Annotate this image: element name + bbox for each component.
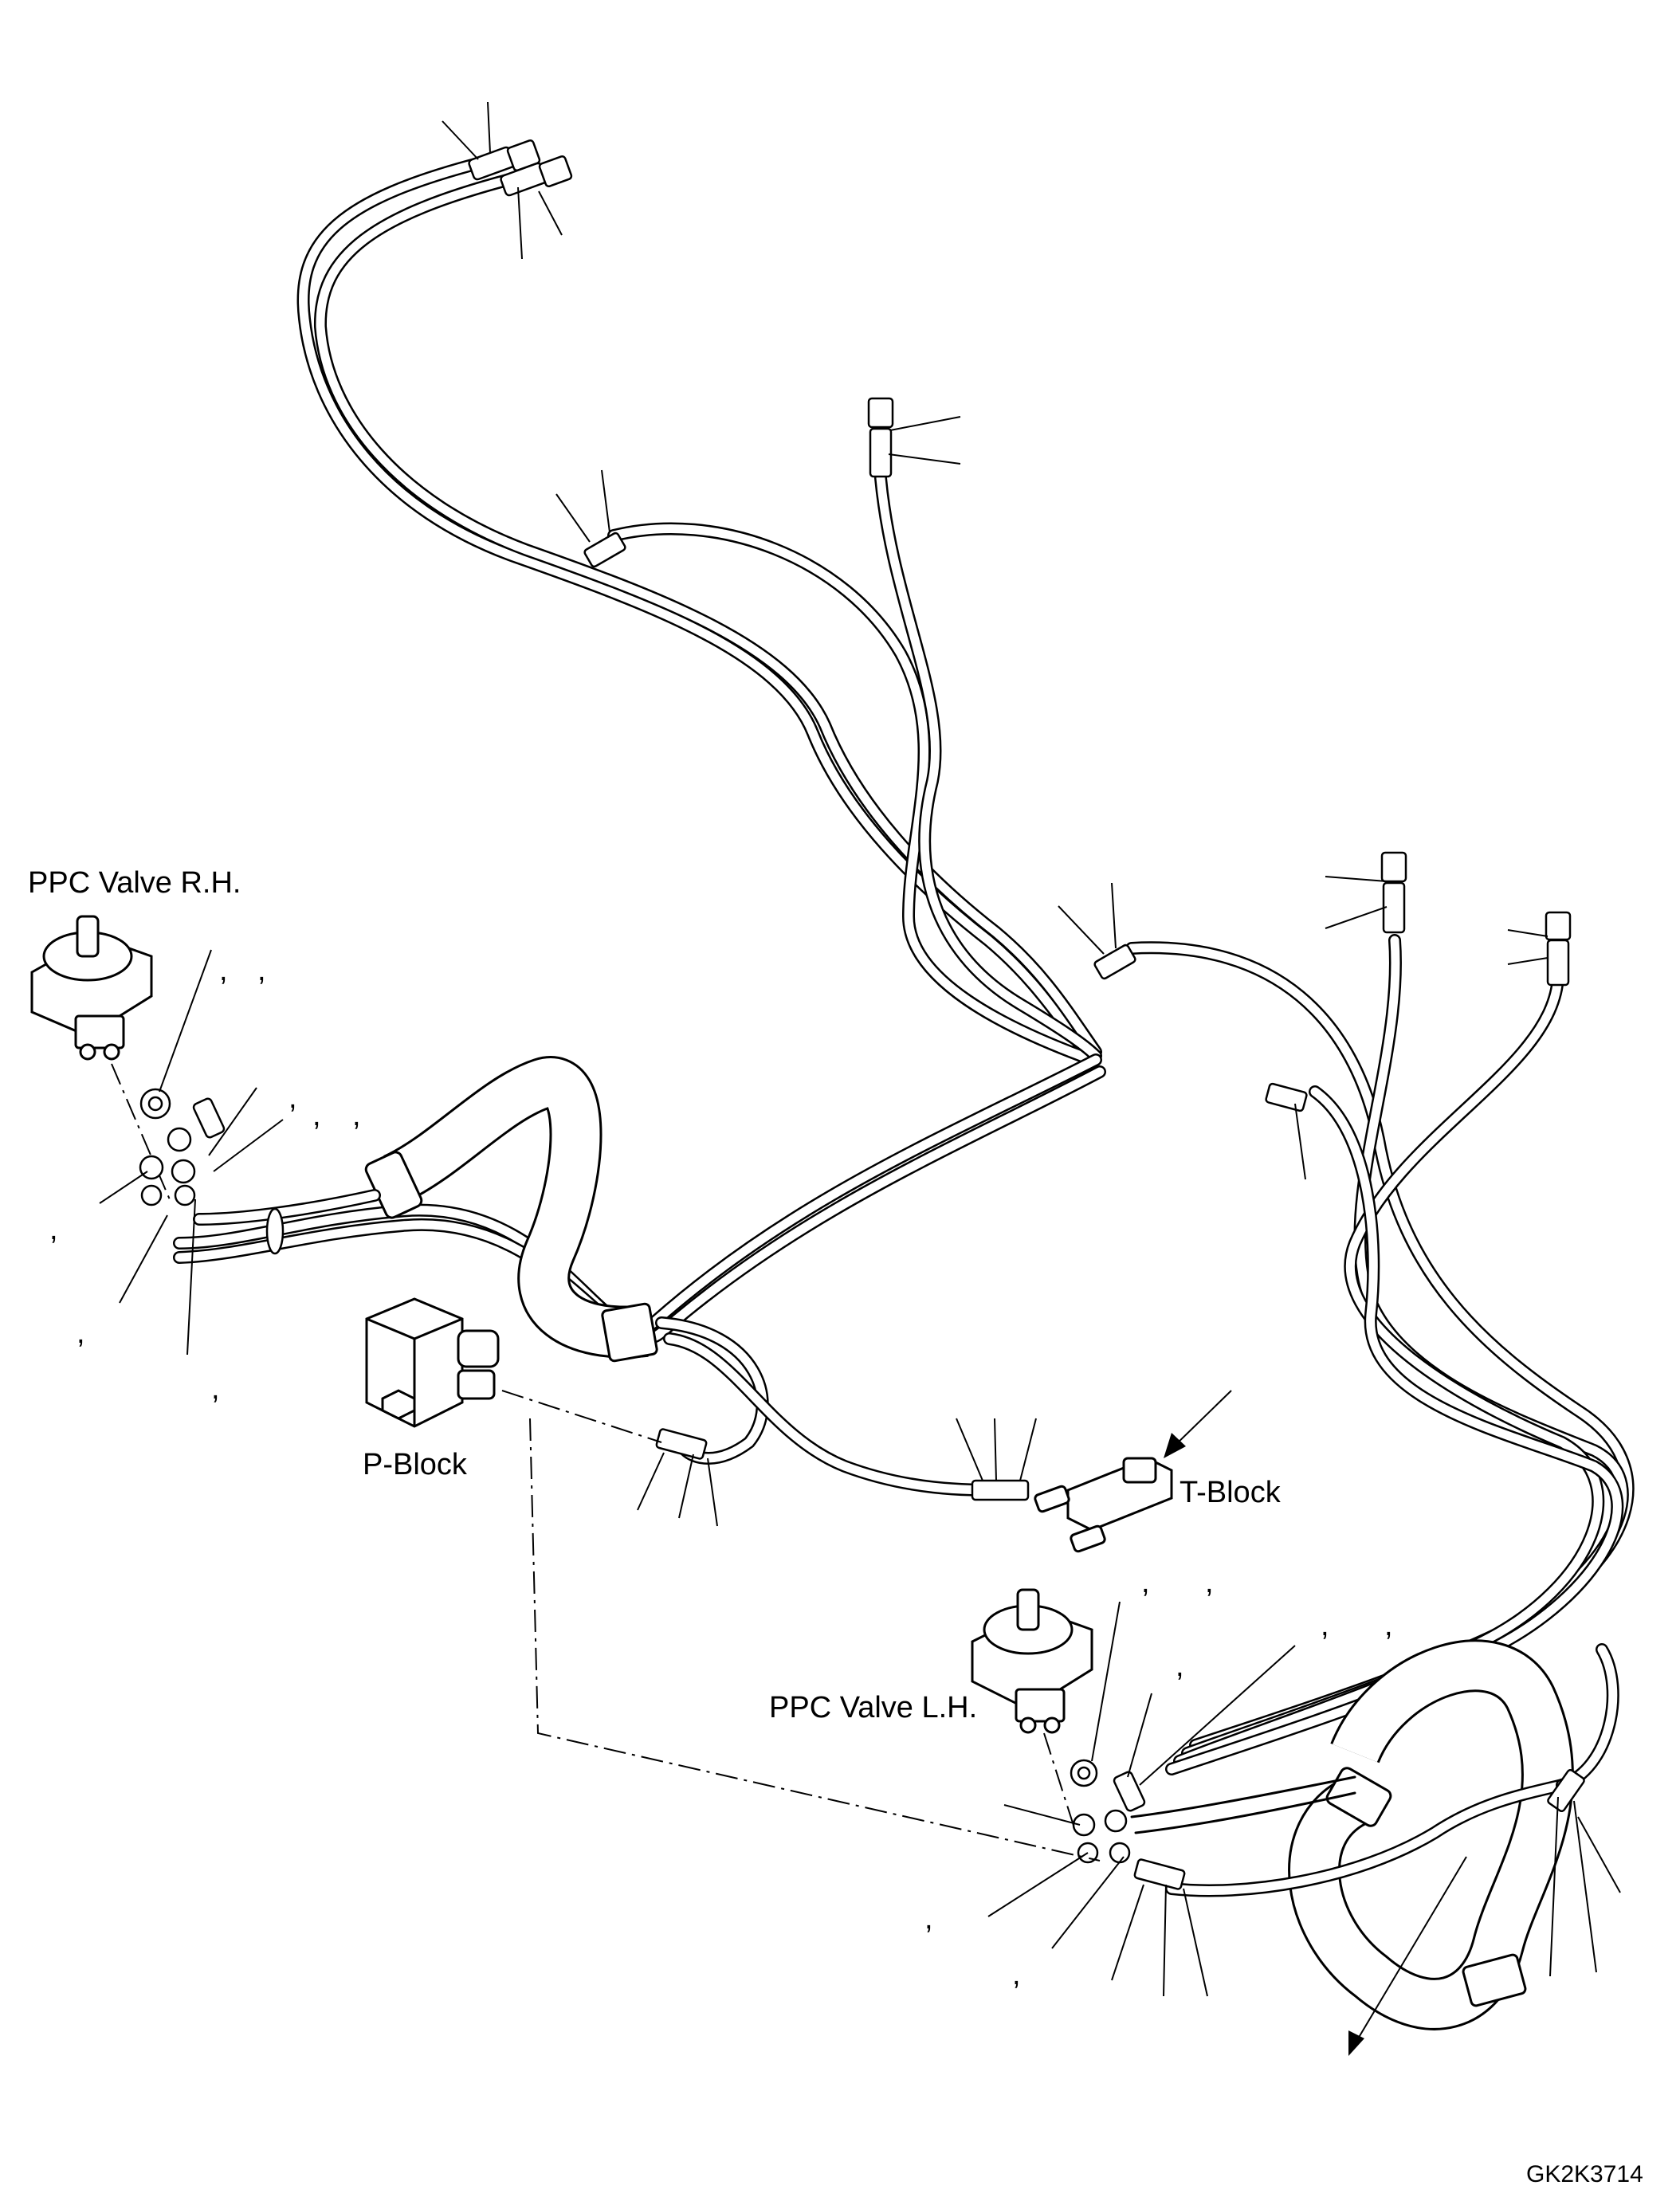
separator: , xyxy=(1012,1958,1021,1991)
p-block-label: P-Block xyxy=(363,1448,468,1481)
rh-valve-centerline xyxy=(111,1063,172,1204)
separator: , xyxy=(257,954,266,987)
right-hose-bundle xyxy=(1125,934,1635,1775)
mid-hose-1 xyxy=(607,522,1098,1066)
separator: , xyxy=(312,1099,321,1132)
mid-hose-2 xyxy=(874,472,1102,1062)
separator: , xyxy=(1176,1650,1184,1683)
t-block-label: T-Block xyxy=(1180,1476,1282,1509)
p-block-to-p-fitting xyxy=(501,1390,662,1443)
lh-valve-centerline xyxy=(1043,1732,1077,1834)
separator: , xyxy=(77,1316,85,1350)
direction-arrow-icon xyxy=(1164,1390,1232,1458)
ppc-valve-lh-label: PPC Valve L.H. xyxy=(769,1691,977,1724)
rh-port-fittings xyxy=(139,1088,226,1206)
rh-hose-ends xyxy=(193,1189,381,1255)
separator: , xyxy=(1141,1566,1150,1599)
t-block-icon xyxy=(1034,1457,1173,1553)
ppc-valve-rh-label: PPC Valve R.H. xyxy=(28,866,241,900)
ppc-valve-icon xyxy=(30,915,153,1061)
separator: , xyxy=(49,1213,58,1246)
p-block-loop xyxy=(655,1316,1011,1497)
separator: , xyxy=(352,1099,361,1132)
separator: , xyxy=(1384,1609,1393,1642)
hose-fitting-icon xyxy=(468,139,1585,1890)
upper-hose-bundle xyxy=(296,157,1102,1066)
separator: , xyxy=(1321,1609,1329,1642)
return-hose-lower xyxy=(1288,1639,1574,2030)
direction-arrow-icon xyxy=(1348,1856,1467,2056)
p-block-to-lh-valve xyxy=(529,1418,1101,1862)
separator: , xyxy=(289,1081,297,1115)
lh-port-fittings xyxy=(1070,1759,1356,1864)
separator: , xyxy=(211,1372,220,1406)
return-hose-upper xyxy=(364,1056,658,1363)
leader-lines xyxy=(99,101,1621,1997)
p-block-icon xyxy=(365,1297,500,1428)
drawing-code: GK2K3714 xyxy=(1526,2161,1643,2187)
callout-separators: , , , , , , , , , , , , , , , xyxy=(49,954,1393,1991)
separator: , xyxy=(1205,1566,1214,1599)
separator: , xyxy=(219,954,228,987)
ppc-valve-icon xyxy=(971,1588,1093,1734)
separator: , xyxy=(924,1902,933,1936)
